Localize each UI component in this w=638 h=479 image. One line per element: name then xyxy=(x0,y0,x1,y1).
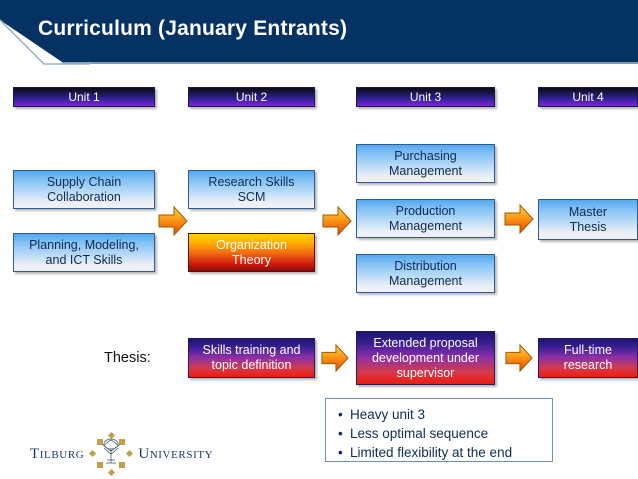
bullet-icon: • xyxy=(338,407,343,422)
course-line-2: Management xyxy=(389,273,462,288)
thesis-line-2: research xyxy=(563,358,613,372)
bullet-icon: • xyxy=(338,426,343,441)
course-line-1: Purchasing xyxy=(394,148,457,163)
thesis-line-2: topic definition xyxy=(211,358,292,372)
tilburg-tree-emblem-icon xyxy=(89,432,134,476)
thesis-step-text: Skills training and topic definition xyxy=(195,343,309,373)
course-line-2: and ICT Skills xyxy=(45,252,123,267)
course-line-2: Management xyxy=(389,218,462,233)
course-box-organization-theory: Organization Theory xyxy=(188,233,315,272)
course-line-2: Thesis xyxy=(569,219,607,234)
thesis-line-2: development under xyxy=(371,350,480,365)
thesis-step-fulltime-research: Full-time research xyxy=(538,338,638,378)
course-line-1: Distribution xyxy=(394,258,457,273)
thesis-step-skills-training: Skills training and topic definition xyxy=(188,338,315,378)
unit-header-3: Unit 3 xyxy=(356,87,495,107)
callout-item-text: Limited flexibility at the end xyxy=(350,445,513,460)
header-underline xyxy=(62,62,638,64)
arrow-unit1-to-unit2-icon xyxy=(158,205,188,237)
course-line-1: Master xyxy=(568,204,608,219)
course-box-text: Research Skills SCM xyxy=(202,175,300,205)
course-box-purchasing-management: Purchasing Management xyxy=(356,144,495,183)
thesis-line-1: Skills training and xyxy=(202,343,301,357)
course-box-research-skills-scm: Research Skills SCM xyxy=(188,170,315,209)
remarks-callout: • Heavy unit 3 • Less optimal sequence •… xyxy=(325,398,553,462)
logo-word-tilburg: Tilburg xyxy=(30,445,85,462)
page-title: Curriculum (January Entrants) xyxy=(38,17,348,40)
callout-list-item: • Less optimal sequence xyxy=(338,424,542,443)
unit-header-4: Unit 4 xyxy=(538,87,638,107)
tilburg-university-logo: Tilburg xyxy=(30,432,213,476)
course-box-text: Master Thesis xyxy=(563,205,613,235)
thesis-track-label: Thesis: xyxy=(104,350,151,366)
unit-header-4-label: Unit 4 xyxy=(572,90,604,104)
course-line-2: Management xyxy=(389,163,462,178)
course-box-distribution-management: Distribution Management xyxy=(356,254,495,293)
thesis-line-1: Full-time xyxy=(564,343,612,357)
callout-item-text: Less optimal sequence xyxy=(350,426,489,441)
arrow-unit2-to-unit3-icon xyxy=(322,205,352,237)
course-box-master-thesis: Master Thesis xyxy=(538,199,638,240)
course-box-text: Purchasing Management xyxy=(383,149,468,179)
course-box-planning-modeling-ict: Planning, Modeling, and ICT Skills xyxy=(13,233,155,272)
thesis-line-1: Extended proposal xyxy=(373,335,478,350)
course-line-2: Theory xyxy=(232,252,271,267)
arrow-thesis-step1-to-step2-icon xyxy=(321,343,349,373)
course-line-1: Organization xyxy=(216,237,287,252)
course-box-supply-chain-collaboration: Supply Chain Collaboration xyxy=(13,170,155,209)
course-line-2: Collaboration xyxy=(47,189,121,204)
course-line-1: Research Skills xyxy=(208,174,295,189)
course-box-production-management: Production Management xyxy=(356,199,495,238)
unit-header-3-label: Unit 3 xyxy=(409,90,442,104)
course-box-text: Planning, Modeling, and ICT Skills xyxy=(23,238,145,268)
course-line-1: Planning, Modeling, xyxy=(29,237,139,252)
course-box-text: Distribution Management xyxy=(383,259,468,289)
arrow-thesis-step2-to-step3-icon xyxy=(505,343,533,373)
arrow-unit3-to-unit4-icon xyxy=(504,203,534,235)
logo-word-university: University xyxy=(138,445,214,462)
course-box-text: Supply Chain Collaboration xyxy=(41,175,127,205)
callout-list-item: • Heavy unit 3 xyxy=(338,405,542,424)
thesis-step-extended-proposal: Extended proposal development under supe… xyxy=(356,331,495,385)
header-banner xyxy=(0,0,638,62)
callout-list-item: • Limited flexibility at the end xyxy=(338,443,542,462)
unit-header-1: Unit 1 xyxy=(13,87,155,107)
course-line-1: Production xyxy=(395,203,456,218)
callout-item-text: Heavy unit 3 xyxy=(350,407,426,422)
course-line-1: Supply Chain xyxy=(46,174,122,189)
thesis-step-text: Extended proposal development under supe… xyxy=(364,336,487,381)
thesis-line-3: supervisor xyxy=(396,365,455,380)
unit-header-2-label: Unit 2 xyxy=(235,90,268,104)
bullet-icon: • xyxy=(338,445,343,460)
unit-header-1-label: Unit 1 xyxy=(68,90,100,104)
course-box-text: Production Management xyxy=(383,204,468,234)
thesis-step-text: Full-time research xyxy=(556,343,621,373)
course-box-text: Organization Theory xyxy=(216,238,287,268)
course-line-2: SCM xyxy=(237,189,266,204)
unit-header-2: Unit 2 xyxy=(188,87,315,107)
